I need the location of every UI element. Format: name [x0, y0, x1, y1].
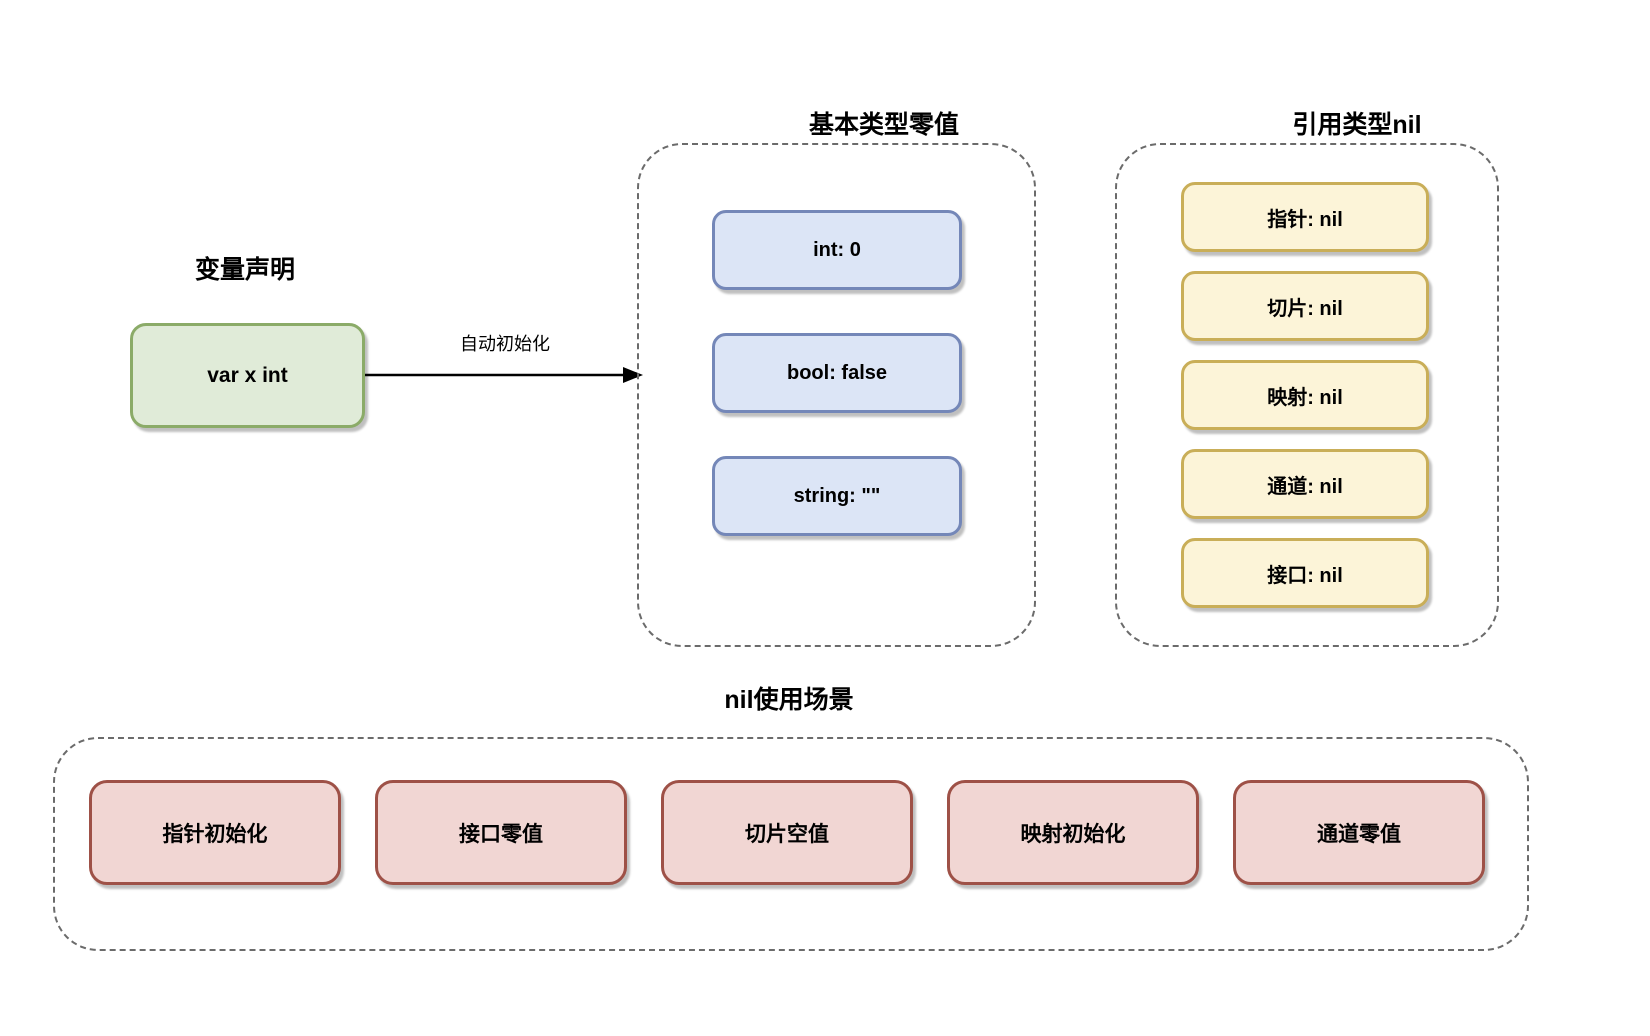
node-pointer-init-label: 指针初始化 [162, 822, 268, 846]
node-pointer-nil-label: 指针: nil [1267, 208, 1343, 231]
node-channel-nil: 通道: nil [1181, 449, 1429, 519]
node-slice-nil-label: 切片: nil [1267, 297, 1343, 320]
arrow-label: 自动初始化 [460, 334, 550, 354]
reference-group-container [1115, 143, 1499, 647]
node-slice-empty-label: 切片空值 [745, 822, 829, 846]
node-map-init: 映射初始化 [947, 780, 1199, 885]
scenario-group-container [53, 737, 1529, 951]
node-map-init-label: 映射初始化 [1020, 822, 1126, 846]
node-map-nil: 映射: nil [1181, 360, 1429, 430]
declaration-title: 变量声明 [194, 256, 295, 284]
node-channel-zero-label: 通道零值 [1317, 822, 1401, 846]
node-slice-empty: 切片空值 [661, 780, 913, 885]
node-var-declaration: var x int [130, 323, 365, 428]
node-map-nil-label: 映射: nil [1267, 386, 1343, 409]
node-string-empty: string: "" [712, 456, 962, 536]
node-bool-false: bool: false [712, 333, 962, 413]
node-interface-zero: 接口零值 [375, 780, 627, 885]
node-interface-nil: 接口: nil [1181, 538, 1429, 608]
node-channel-zero: 通道零值 [1233, 780, 1485, 885]
reference-group-title: 引用类型nil [1292, 111, 1422, 139]
node-interface-zero-label: 接口零值 [459, 822, 543, 846]
basic-group-title: 基本类型零值 [808, 111, 959, 139]
node-bool-false-label: bool: false [786, 361, 887, 384]
node-pointer-init: 指针初始化 [89, 780, 341, 885]
node-string-empty-label: string: "" [793, 484, 881, 507]
scenario-group-title: nil使用场景 [724, 686, 854, 714]
node-interface-nil-label: 接口: nil [1267, 564, 1343, 587]
auto-init-arrow-icon [365, 367, 643, 383]
node-int-zero-label: int: 0 [813, 238, 861, 261]
node-channel-nil-label: 通道: nil [1267, 475, 1343, 498]
node-pointer-nil: 指针: nil [1181, 182, 1429, 252]
node-slice-nil: 切片: nil [1181, 271, 1429, 341]
node-int-zero: int: 0 [712, 210, 962, 290]
basic-group-container [637, 143, 1036, 647]
node-var-declaration-label: var x int [207, 363, 288, 387]
